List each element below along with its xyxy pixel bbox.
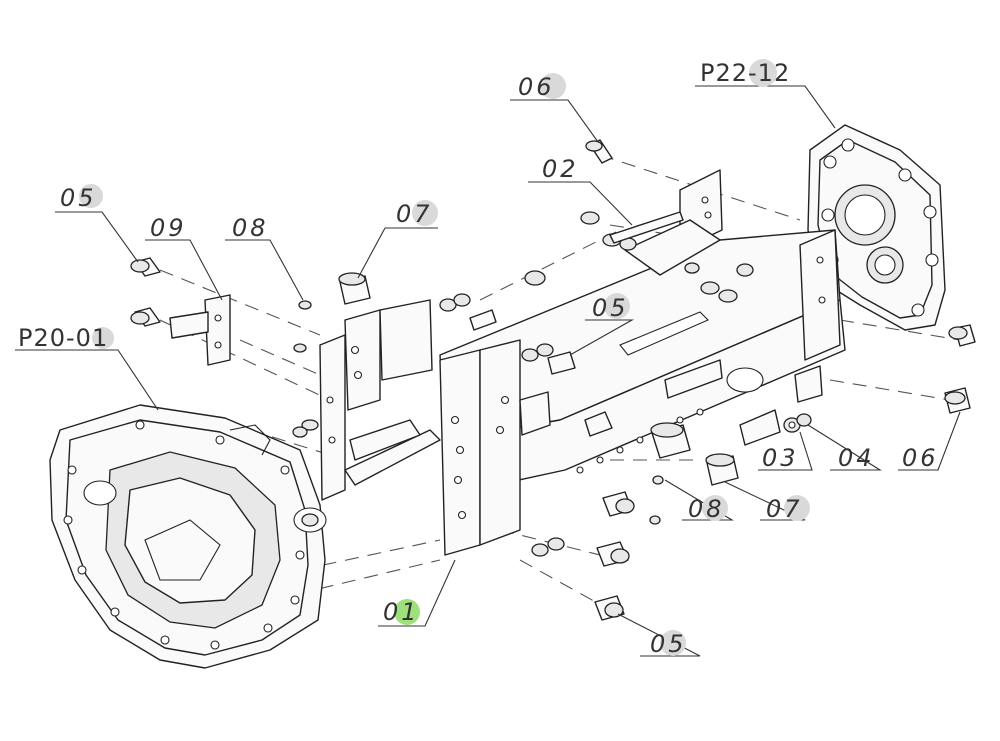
leader-lines [15,85,961,657]
side-bracket-plates [169,294,441,501]
callout-p20-01: P20-01 [18,324,108,352]
callout-02: 02 [542,155,579,183]
callout-06-right: 06 [902,444,939,472]
callout-05-left: 05 [60,184,97,212]
callout-08-bottom: 08 [688,495,725,523]
callout-09: 09 [150,214,187,242]
callout-04: 04 [838,444,875,472]
callout-01: 01 [383,598,420,626]
callout-03: 03 [762,444,799,472]
callout-07-top: 07 [396,200,433,228]
bushings-07 [338,272,739,486]
callout-08-left: 08 [232,214,269,242]
callout-p22-12: P22-12 [700,59,790,87]
callout-05-bottom: 05 [650,630,687,658]
callout-labels: P22-12 06 02 05 09 08 07 05 P20-01 03 04… [18,59,939,658]
callout-05-center: 05 [592,294,629,322]
clutch-housing-p20-01 [49,404,327,669]
bolts-and-nuts [130,139,976,621]
callout-06-top: 06 [518,73,555,101]
frame-assembly-01 [439,169,846,556]
callout-07-bottom: 07 [766,495,803,523]
